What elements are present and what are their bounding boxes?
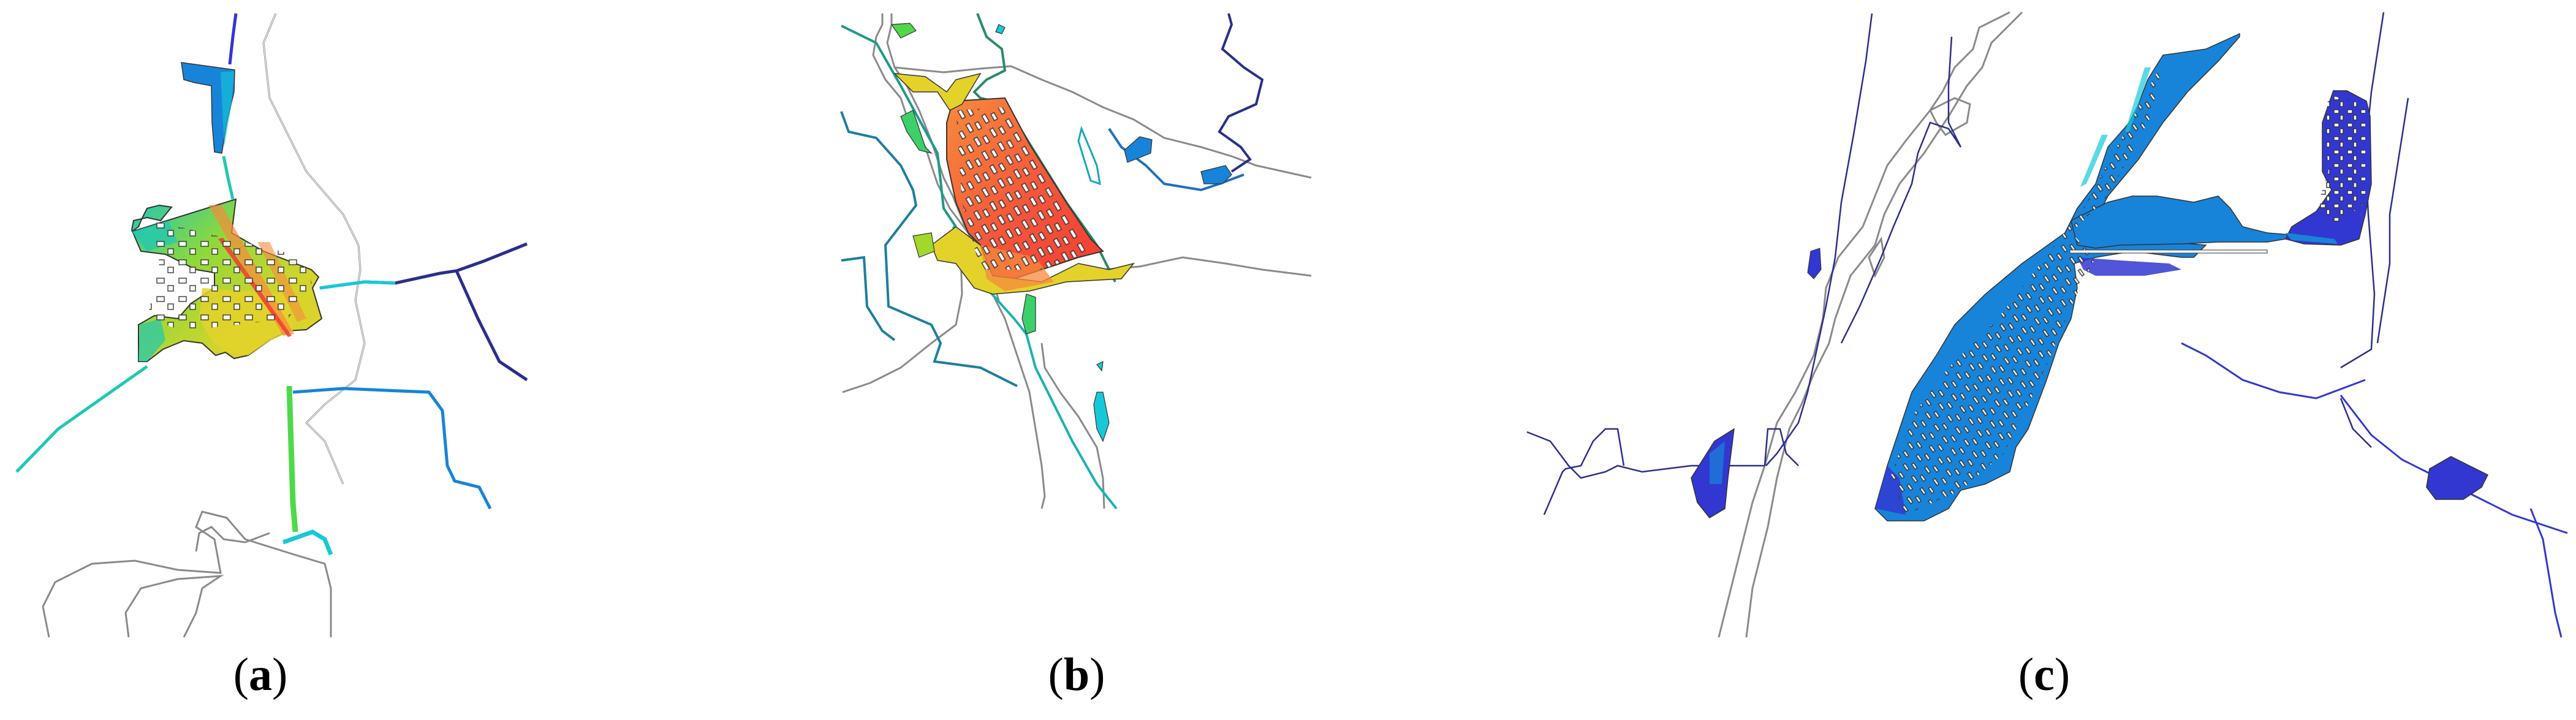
panel-c-roads — [1718, 11, 2023, 638]
panel-c-caption: (c) — [2018, 649, 2070, 700]
panel-b-teal-zone-3 — [1096, 360, 1104, 372]
panel-b-green-zone-2 — [900, 110, 933, 154]
panel-b-green-zone-1 — [890, 23, 917, 39]
panel-b-blue-zone-1 — [1124, 136, 1153, 163]
panel-b-teal-zone-2 — [1093, 392, 1110, 442]
panel-c-nw-zone — [1807, 248, 1822, 279]
panel-a-map — [15, 13, 528, 638]
panel-a-caption: (a) — [233, 649, 288, 700]
panel-a-label: a — [249, 649, 272, 700]
panel-c-east-arm — [2070, 195, 2305, 249]
panel-b-map — [840, 13, 1312, 510]
panel-c-label: c — [2034, 649, 2055, 700]
panel-b-teal-zone-1 — [995, 24, 1006, 34]
panel-c-map — [1526, 11, 2568, 638]
panel-b-caption: (b) — [1048, 649, 1105, 700]
panel-b-green-zone-4 — [1021, 294, 1036, 335]
panel-b-network-lines — [840, 13, 1264, 510]
panel-b-label: b — [1063, 649, 1090, 700]
panel-b-green-zone-3 — [912, 232, 935, 258]
panel-a-roads — [42, 13, 366, 638]
panel-c-se-zone — [2426, 456, 2489, 500]
panel-b-blue-zone-2 — [1200, 165, 1232, 184]
panel-b-yellow-zone-north — [893, 72, 982, 111]
panel-a-network-lines — [15, 13, 528, 556]
